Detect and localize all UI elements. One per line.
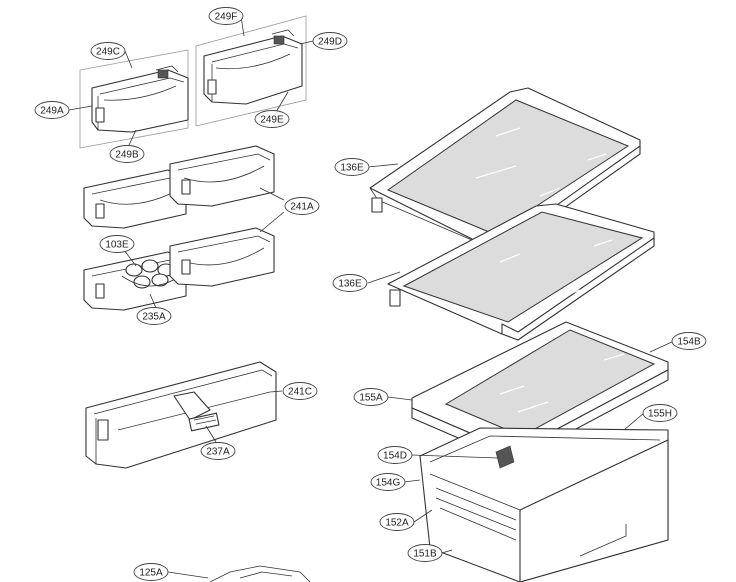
callout-151b[interactable]: 151B [407,544,443,562]
svg-text:249B: 249B [115,150,139,161]
svg-text:136E: 136E [340,163,364,174]
callout-103e[interactable]: 103E [99,235,135,253]
glass-shelf-136e-bottom [387,203,655,341]
callout-152a[interactable]: 152A [379,513,415,531]
door-bin-249-right [203,29,303,105]
callout-154b[interactable]: 154B [671,332,707,350]
svg-text:154D: 154D [383,451,407,462]
svg-text:151B: 151B [413,549,437,560]
callout-249f[interactable]: 249F [208,7,244,25]
svg-text:152A: 152A [385,518,409,529]
svg-text:155A: 155A [359,393,383,404]
crisper-drawer-155h [419,427,669,582]
svg-text:154B: 154B [677,337,701,348]
svg-text:103E: 103E [105,240,129,251]
glass-shelf-136e-top [369,87,641,253]
callout-155a[interactable]: 155A [353,388,389,406]
door-bin-249-left [91,65,189,133]
svg-text:237A: 237A [206,447,230,458]
callout-235a[interactable]: 235A [136,307,172,325]
svg-text:155H: 155H [648,409,672,420]
door-bin-241a-upper-right [169,145,275,207]
callout-136e-bottom[interactable]: 136E [332,274,368,292]
svg-text:249C: 249C [96,47,120,58]
callout-249d[interactable]: 249D [312,32,348,50]
svg-text:241C: 241C [288,387,312,398]
crisper-cover-125a [209,565,311,582]
callout-249a[interactable]: 249A [34,101,70,119]
callout-154g[interactable]: 154G [370,473,406,491]
callout-241a[interactable]: 241A [284,197,320,215]
svg-text:249D: 249D [318,37,342,48]
callout-249c[interactable]: 249C [90,42,126,60]
callout-136e-top[interactable]: 136E [334,158,370,176]
bin-divider-237a [173,391,220,432]
bin-249-frame-left [79,49,189,149]
svg-text:249F: 249F [215,12,238,23]
callout-154d[interactable]: 154D [377,446,413,464]
callout-125a[interactable]: 125A [133,563,169,581]
callout-237a[interactable]: 237A [200,442,236,460]
door-bin-241a-lower-right [169,227,275,287]
svg-text:136E: 136E [338,279,362,290]
svg-text:235A: 235A [142,312,166,323]
callout-241c[interactable]: 241C [282,382,318,400]
svg-text:154G: 154G [376,478,401,489]
callout-249e[interactable]: 249E [254,110,290,128]
callout-249b[interactable]: 249B [109,145,145,163]
door-bin-241c [85,361,277,469]
bin-249-frame-right [195,15,307,127]
svg-text:249A: 249A [40,106,64,117]
svg-text:125A: 125A [139,568,163,579]
svg-text:241A: 241A [290,202,314,213]
callout-155h[interactable]: 155H [642,404,678,422]
svg-text:249E: 249E [260,115,284,126]
